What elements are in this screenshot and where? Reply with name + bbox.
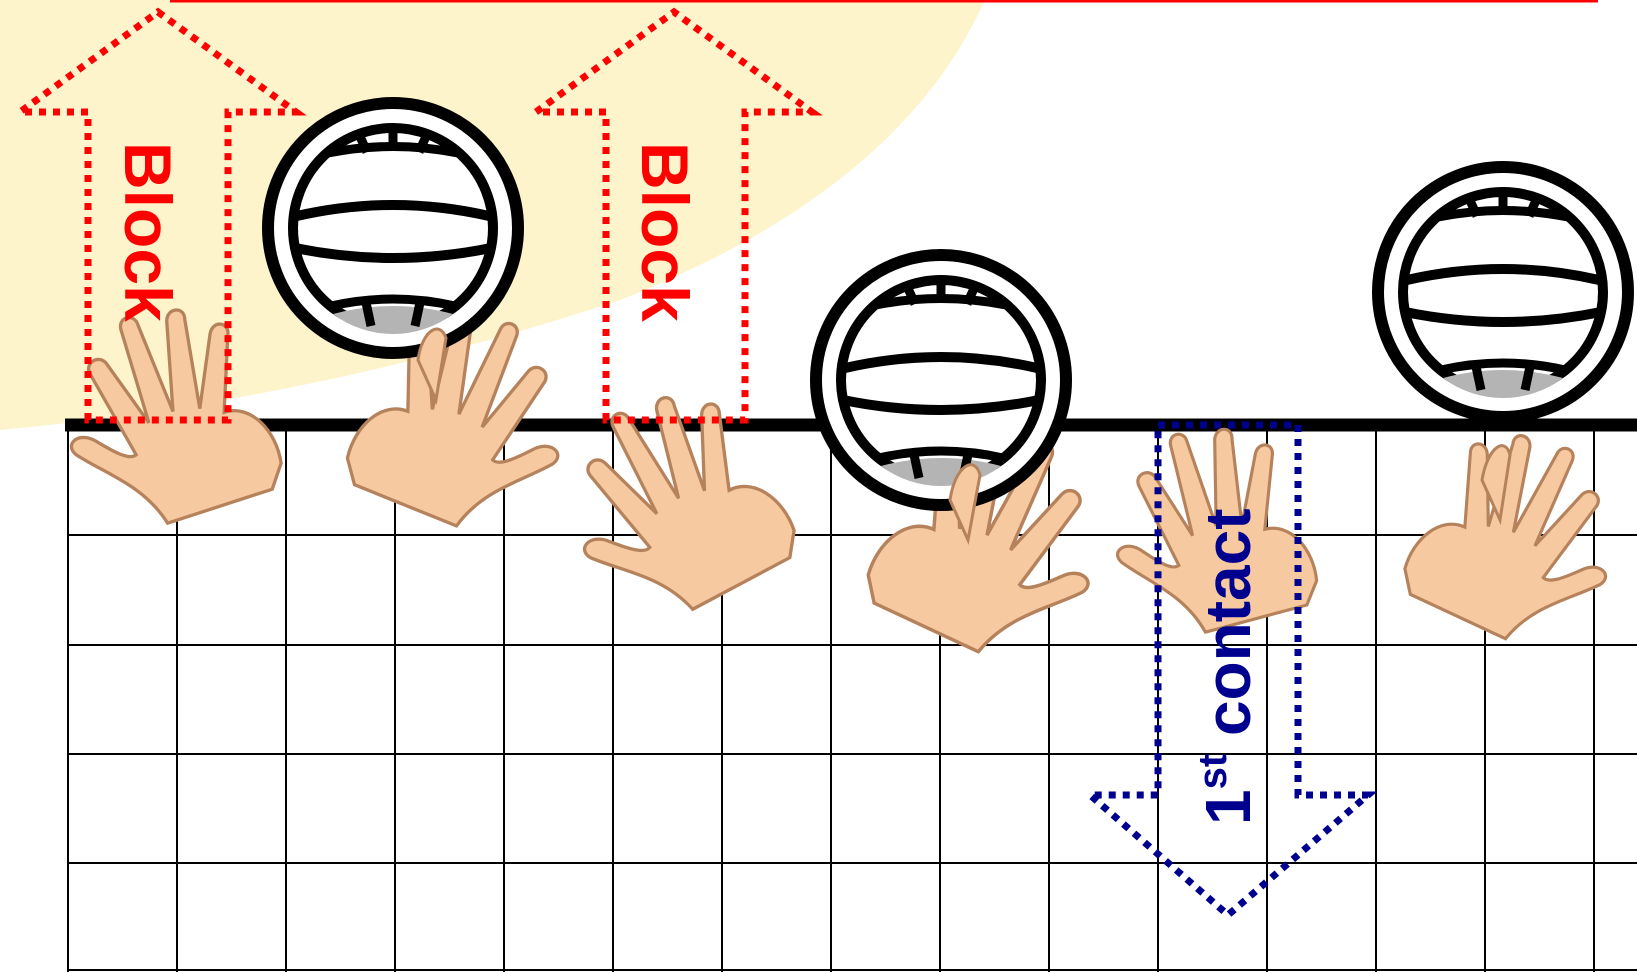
hand-icon: [533, 364, 807, 643]
block-label-right: Block: [628, 142, 702, 322]
block-label-left: Block: [111, 142, 185, 322]
volleyball-icon: [1378, 167, 1628, 417]
block-arrow-left: [9, 7, 307, 424]
block-arrow-right: [525, 7, 823, 424]
volleyball-icon: [816, 255, 1066, 505]
volleyball-icon: [268, 103, 518, 353]
hand-icon: [1393, 405, 1637, 668]
first-contact-arrow: [1080, 421, 1378, 920]
net-grid: [67, 425, 1637, 972]
first-contact-label: 1st contact: [1191, 508, 1264, 825]
hand-icon: [416, 327, 1512, 545]
